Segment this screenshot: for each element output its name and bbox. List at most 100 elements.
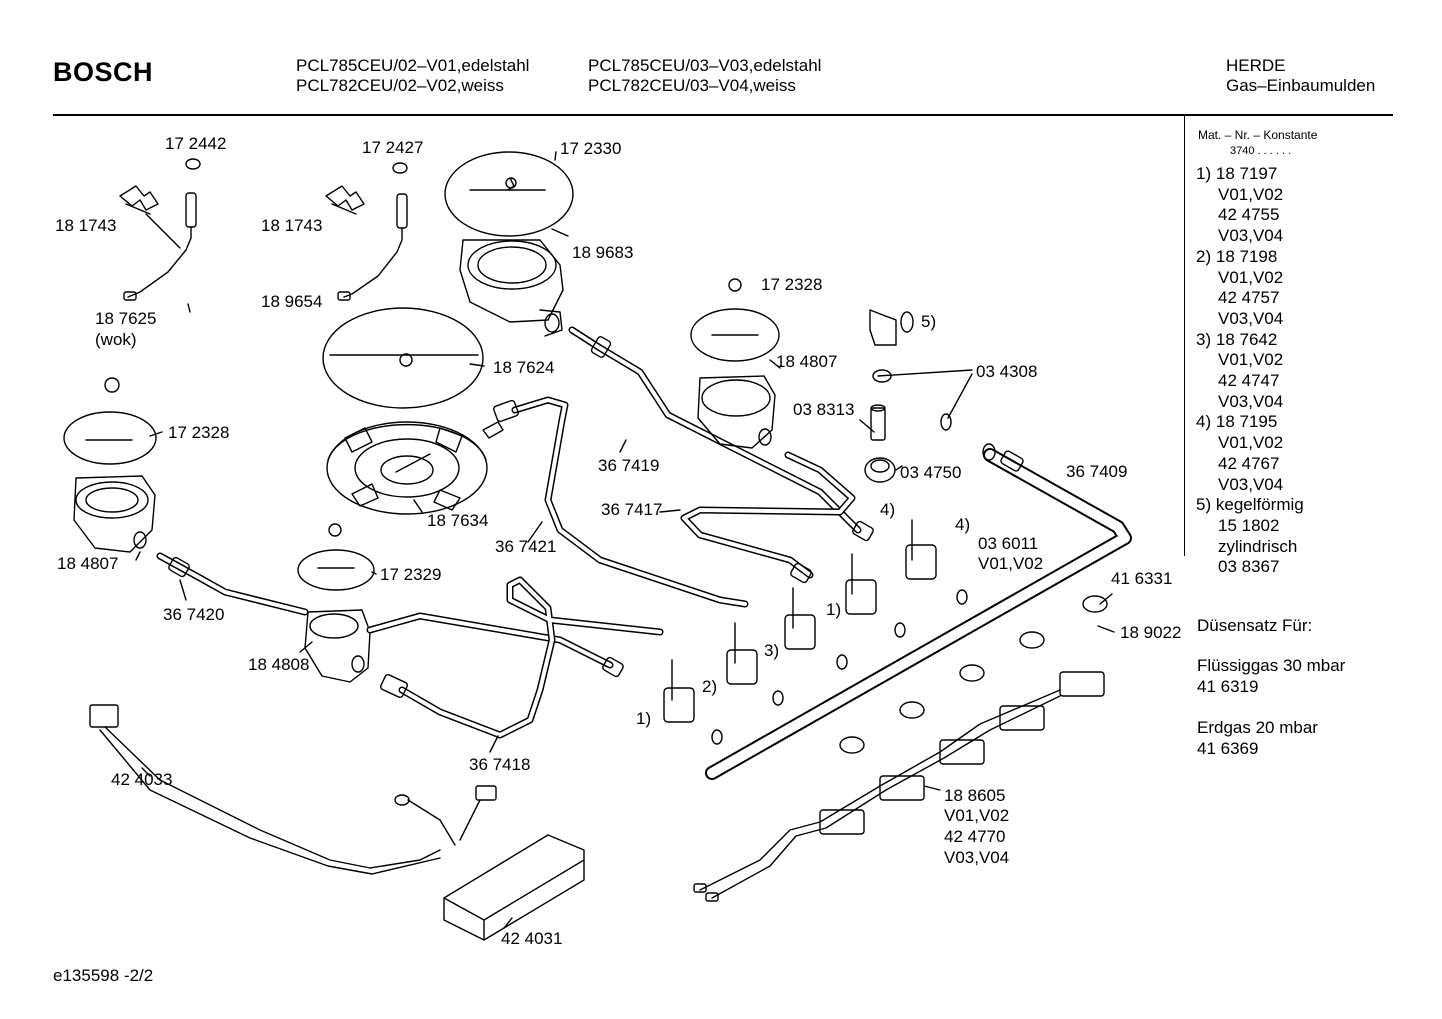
part-label: 18 1743 <box>55 216 117 235</box>
leader-lines <box>135 213 1115 929</box>
part-label: 03 4308 <box>976 362 1038 381</box>
note-line: V03,V04 <box>1218 474 1284 494</box>
note-line: 18 7642 <box>1215 329 1278 349</box>
note-ref: 1) <box>1196 164 1212 183</box>
note-line: 42 4757 <box>1218 288 1280 308</box>
part-label: 18 9654 <box>261 292 323 311</box>
small-burner-middle <box>297 523 375 683</box>
note-item: 4) 18 7195 <box>1196 412 1304 433</box>
model-list-1: PCL785CEU/02–V01,edelstahl PCL782CEU/02–… <box>296 56 529 96</box>
part-label: 17 2330 <box>560 139 622 158</box>
model-line: PCL785CEU/02–V01,edelstahl <box>296 56 530 75</box>
doc-id: e135598 -2/2 <box>53 966 154 985</box>
model-line: PCL785CEU/03–V03,edelstahl <box>588 56 822 75</box>
lpg-part: 41 6319 <box>1197 677 1259 696</box>
part-label: 18 1743 <box>261 216 323 235</box>
model-line: PCL782CEU/02–V02,weiss <box>296 76 504 95</box>
variant-label: V01,V02 <box>944 806 1010 825</box>
part-label: 18 7625 <box>95 309 157 328</box>
part-label: 17 2328 <box>761 275 823 294</box>
note-line: V01,V02 <box>1218 433 1284 453</box>
note-line: 42 4747 <box>1218 371 1280 391</box>
pipe-367418 <box>366 576 664 739</box>
ng-label: Erdgas 20 mbar <box>1197 718 1318 737</box>
note-line: 03 8367 <box>1218 557 1280 577</box>
notes-list: 1) 18 7197 V01,V02 42 4755 V03,V04 2) 18… <box>1196 164 1304 578</box>
part-label: 42 4770 <box>944 827 1006 846</box>
electrode-left <box>119 158 201 301</box>
part-label: 18 8605 <box>944 786 1006 805</box>
part-label: 36 7417 <box>601 500 663 519</box>
part-label: 03 4750 <box>900 463 962 482</box>
note-item: 3) 18 7642 <box>1196 330 1304 351</box>
note-item: 1) 18 7197 <box>1196 164 1304 185</box>
nozzle-washers <box>711 589 968 745</box>
model-line: PCL782CEU/03–V04,weiss <box>588 76 796 95</box>
note-line: 18 7197 <box>1215 164 1278 183</box>
large-burner <box>322 307 488 515</box>
part-label: 36 7420 <box>163 605 225 624</box>
ref-label: 4) <box>955 515 971 534</box>
note-ref: 3) <box>1196 329 1212 349</box>
note-item: 5) kegelförmig <box>1196 495 1304 516</box>
ignition-switches <box>693 595 1108 902</box>
note-line: zylindrisch <box>1218 536 1298 556</box>
note-ref: 2) <box>1196 246 1212 266</box>
part-label: 36 7421 <box>495 537 557 556</box>
part-label: 18 9683 <box>572 243 634 262</box>
part-label: 17 2427 <box>362 138 424 157</box>
ng-part: 41 6369 <box>1197 739 1259 758</box>
category-line: Gas–Einbaumulden <box>1226 76 1376 95</box>
part-label: 41 6331 <box>1111 569 1173 588</box>
note-line: kegelförmig <box>1215 495 1304 515</box>
note-line: V01,V02 <box>1218 267 1284 287</box>
part-label: 18 7634 <box>427 511 489 530</box>
part-label: 18 9022 <box>1120 623 1182 642</box>
right-burner <box>690 278 780 449</box>
variant-label: V03,V04 <box>944 848 1010 867</box>
ref-label: 1) <box>636 709 652 728</box>
pipe-367421 <box>482 396 749 608</box>
ref-label: 2) <box>702 677 718 696</box>
pipe-367419 <box>568 326 874 542</box>
part-label: 17 2442 <box>165 134 227 153</box>
lpg-label: Flüssiggas 30 mbar <box>1197 656 1346 675</box>
part-label: 18 4807 <box>57 554 119 573</box>
part-label: 42 4033 <box>111 770 173 789</box>
part-label: 18 4807 <box>776 352 838 371</box>
nozzle-title: Düsensatz Für: <box>1197 616 1313 635</box>
header-divider <box>53 114 1393 116</box>
note-line: V03,V04 <box>1218 226 1284 246</box>
part-label: 36 7419 <box>598 456 660 475</box>
part-label: (wok) <box>95 330 137 349</box>
note-item: 2) 18 7198 <box>1196 247 1304 268</box>
electrode-middle <box>325 162 408 301</box>
variant-label: V01,V02 <box>978 554 1044 573</box>
part-label: 42 4031 <box>501 929 563 948</box>
pipe-367417 <box>680 451 856 584</box>
note-line: 42 4755 <box>1218 205 1280 225</box>
note-line: V03,V04 <box>1218 391 1284 411</box>
note-line: 18 7195 <box>1215 412 1278 432</box>
note-line: V01,V02 <box>1218 350 1284 370</box>
note-line: 18 7198 <box>1215 246 1278 266</box>
brand-logo: BOSCH <box>53 57 154 87</box>
fittings <box>864 309 952 483</box>
left-burner <box>63 377 157 553</box>
wok-burner-rear <box>444 151 574 337</box>
part-label: 03 6011 <box>978 534 1039 553</box>
category: HERDE Gas–Einbaumulden <box>1226 56 1375 96</box>
part-label: 03 8313 <box>793 400 855 419</box>
category-line: HERDE <box>1226 56 1286 75</box>
part-label: 36 7409 <box>1066 462 1128 481</box>
note-ref: 5) <box>1196 495 1212 515</box>
pipe-367420 <box>156 552 309 616</box>
model-list-2: PCL785CEU/03–V03,edelstahl PCL782CEU/03–… <box>588 56 821 96</box>
ref-label: 5) <box>921 312 937 331</box>
note-line: 15 1802 <box>1218 515 1280 535</box>
ref-label: 1) <box>826 600 842 619</box>
note-line: V03,V04 <box>1218 308 1284 328</box>
part-label: 18 7624 <box>493 358 555 377</box>
constant-title: Mat. – Nr. – Konstante <box>1198 128 1318 142</box>
